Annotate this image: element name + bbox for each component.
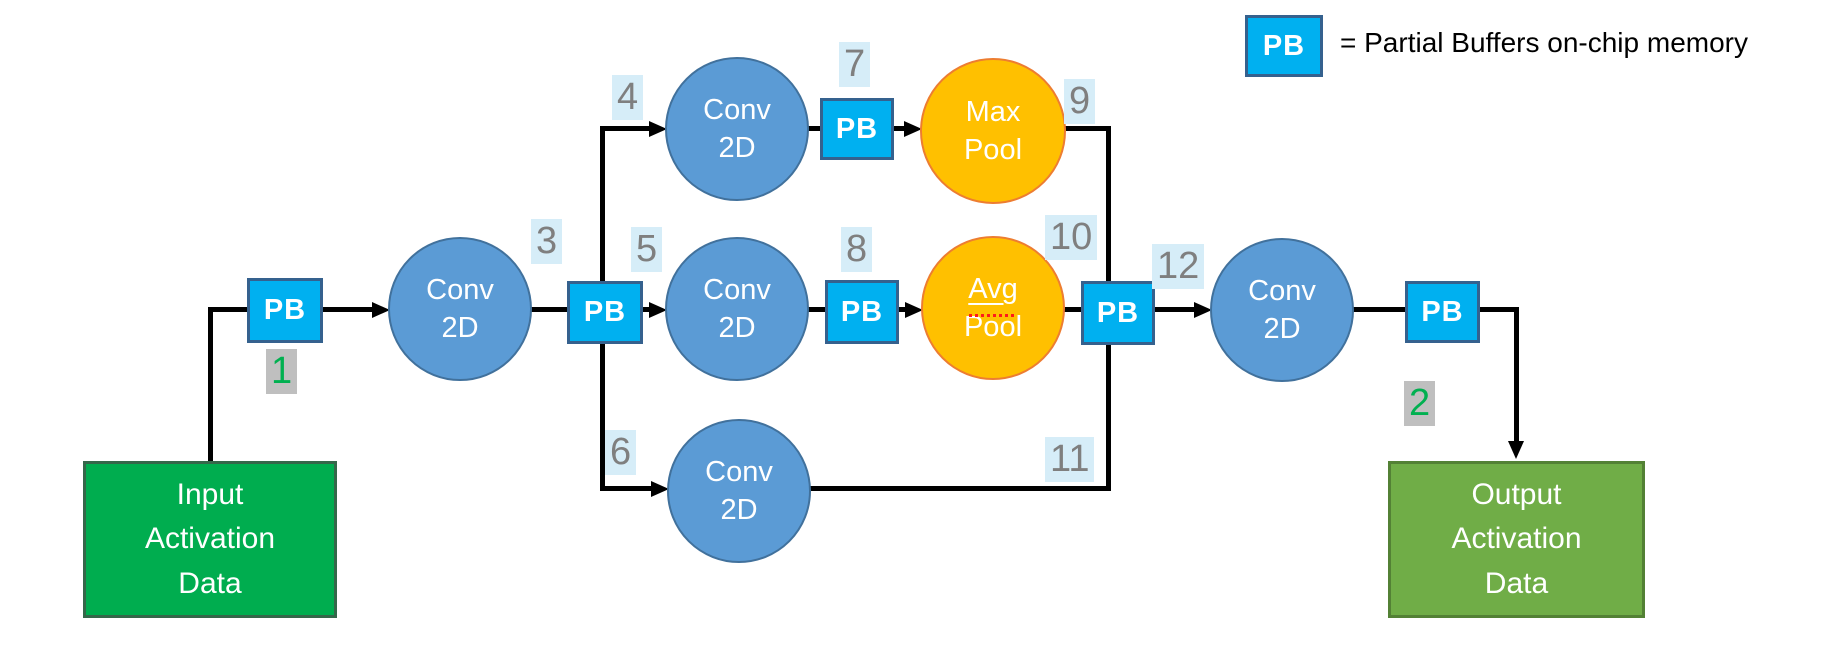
edge-conv3-pb4 (807, 307, 826, 312)
pb-box-3: PB (820, 98, 894, 160)
step-label-2: 2 (1404, 381, 1436, 427)
pb-label: PB (840, 295, 884, 328)
output-activation-label: Output Activation Data (1451, 478, 1582, 600)
step-label-5: 5 (631, 227, 663, 273)
step-label-12: 12 (1152, 244, 1205, 290)
step-label-7: 7 (839, 42, 871, 88)
step-label-8: 8 (841, 227, 873, 273)
step-label-1: 1 (266, 349, 298, 395)
edge-pb1-conv1 (323, 307, 373, 312)
conv2d-label: Conv 2D (426, 273, 494, 344)
pb-box-6: PB (1405, 281, 1480, 343)
conv2d-label: Conv 2D (705, 455, 773, 526)
pb-box-5: PB (1081, 281, 1155, 345)
avgpool-label: Avg Pool (964, 270, 1022, 347)
edge-branch6 (600, 486, 651, 491)
step-label-6: 6 (605, 430, 637, 476)
avgpool-label-line1: Avg (968, 270, 1018, 318)
input-activation-box: Input Activation Data (83, 461, 337, 618)
edge-conv1-pb2 (530, 307, 568, 312)
step-label-3: 3 (531, 219, 563, 265)
input-activation-label: Input Activation Data (144, 478, 276, 600)
edge-conv4-horizontal (809, 486, 1111, 491)
edge-branch4 (600, 126, 650, 131)
conv2d-node-2: Conv 2D (665, 57, 809, 201)
arrow-into-avgpool (905, 302, 923, 318)
arrow-into-conv1 (372, 302, 390, 318)
pb-label: PB (1096, 296, 1140, 329)
maxpool-node: Max Pool (920, 58, 1066, 204)
arrow-into-conv2 (649, 121, 667, 137)
edge-pb5-conv5 (1155, 307, 1195, 312)
conv2d-node-1: Conv 2D (388, 237, 532, 381)
pb-box-4: PB (825, 280, 899, 344)
conv2d-label: Conv 2D (703, 273, 771, 344)
pb-box-1: PB (247, 278, 323, 343)
conv2d-node-3: Conv 2D (665, 237, 809, 381)
step-label-9: 9 (1064, 79, 1096, 125)
edge-input-horizontal (208, 307, 247, 312)
legend-pb-label: PB (1262, 29, 1306, 62)
edge-conv5-pb6 (1352, 307, 1406, 312)
pb-box-2: PB (567, 281, 643, 344)
arrow-into-conv5 (1194, 302, 1212, 318)
step-label-10: 10 (1045, 215, 1098, 261)
avgpool-node: Avg Pool (921, 236, 1065, 380)
pb-label: PB (1421, 295, 1464, 328)
edge-output-horizontal (1480, 307, 1519, 312)
edge-maxpool-horizontal (1064, 126, 1111, 131)
conv2d-label: Conv 2D (1248, 274, 1316, 345)
edge-branch5 (643, 307, 651, 312)
maxpool-label: Max Pool (963, 95, 1023, 166)
conv2d-node-4: Conv 2D (667, 419, 811, 563)
arrow-into-output (1508, 441, 1524, 459)
edge-output-vertical (1514, 307, 1519, 442)
legend-pb-box: PB (1245, 15, 1323, 77)
edge-pb4-avgpool (898, 307, 906, 312)
edge-avgpool-pb5 (1063, 307, 1083, 312)
output-activation-box: Output Activation Data (1388, 461, 1645, 618)
arrow-into-conv3 (649, 302, 667, 318)
edge-pb3-maxpool (893, 126, 905, 131)
pb-label: PB (583, 296, 627, 328)
edge-conv2-pb3 (807, 126, 821, 131)
arrow-into-conv4 (651, 481, 669, 497)
legend-text: = Partial Buffers on-chip memory (1340, 27, 1748, 58)
step-label-11: 11 (1045, 437, 1095, 483)
pb-label: PB (263, 294, 307, 326)
step-label-4: 4 (612, 75, 644, 121)
conv2d-node-5: Conv 2D (1210, 238, 1354, 382)
conv2d-label: Conv 2D (703, 93, 771, 164)
edge-input-vertical (208, 307, 213, 461)
arrow-into-maxpool (904, 121, 922, 137)
pb-label: PB (835, 112, 879, 145)
